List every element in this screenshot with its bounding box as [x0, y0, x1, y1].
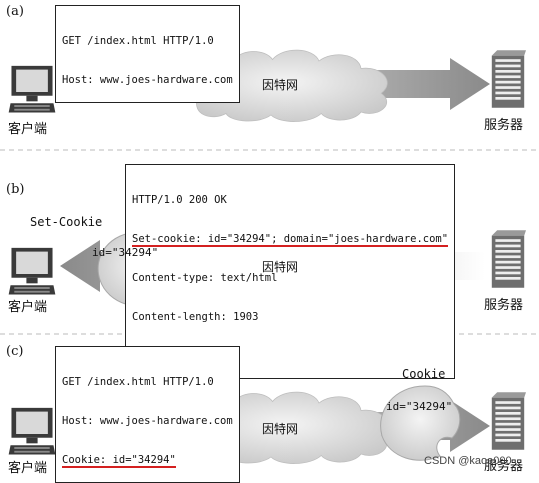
client-computer-icon-a: [8, 65, 56, 113]
server-label-b: 服务器: [484, 298, 524, 313]
client-label-c: 客户端: [8, 461, 48, 476]
cookie-line: Cookie: id="34294": [62, 454, 176, 468]
request-line: GET /index.html HTTP/1.0: [62, 376, 214, 388]
network-label-c: 因特网: [262, 422, 299, 436]
panel-b-response-box: HTTP/1.0 200 OK Set-cookie: id="34294"; …: [125, 164, 456, 379]
panel-a-label: (a): [6, 4, 24, 19]
server-icon-c: [491, 392, 526, 450]
request-line: Host: www.joes-hardware.com: [62, 74, 233, 86]
cookie-value-c: id="34294": [386, 400, 453, 413]
response-line: HTTP/1.0 200 OK: [132, 194, 227, 206]
server-icon-b: [491, 230, 526, 288]
panel-a-request-box: GET /index.html HTTP/1.0 Host: www.joes-…: [55, 5, 240, 103]
response-line: Content-length: 1903: [132, 311, 259, 323]
network-label-a: 因特网: [262, 78, 299, 92]
client-computer-icon-b: [8, 247, 56, 295]
watermark: CSDN @kaoa000: [424, 455, 512, 467]
panel-b-label: (b): [6, 182, 25, 197]
panel-c-request-box: GET /index.html HTTP/1.0 Host: www.joes-…: [55, 346, 240, 483]
server-icon-a: [491, 50, 526, 108]
panel-c-label: (c): [6, 344, 24, 359]
set-cookie-line: Set-cookie: id="34294"; domain="joes-har…: [132, 233, 449, 247]
server-label-c: 服务器: [484, 459, 524, 474]
server-label-a: 服务器: [484, 118, 524, 133]
request-line: GET /index.html HTTP/1.0: [62, 35, 214, 47]
cookie-caption: Cookie: [402, 367, 446, 381]
response-line: Content-type: text/html: [132, 272, 278, 284]
request-line: Host: www.joes-hardware.com: [62, 415, 233, 427]
cookie-c: [380, 385, 461, 461]
client-computer-icon-c: [8, 407, 56, 455]
client-label-b: 客户端: [8, 300, 48, 315]
set-cookie-caption: Set-Cookie: [30, 215, 103, 229]
client-label-a: 客户端: [8, 122, 48, 137]
network-label-b: 因特网: [262, 260, 299, 274]
cookie-value-b: id="34294": [92, 246, 159, 259]
